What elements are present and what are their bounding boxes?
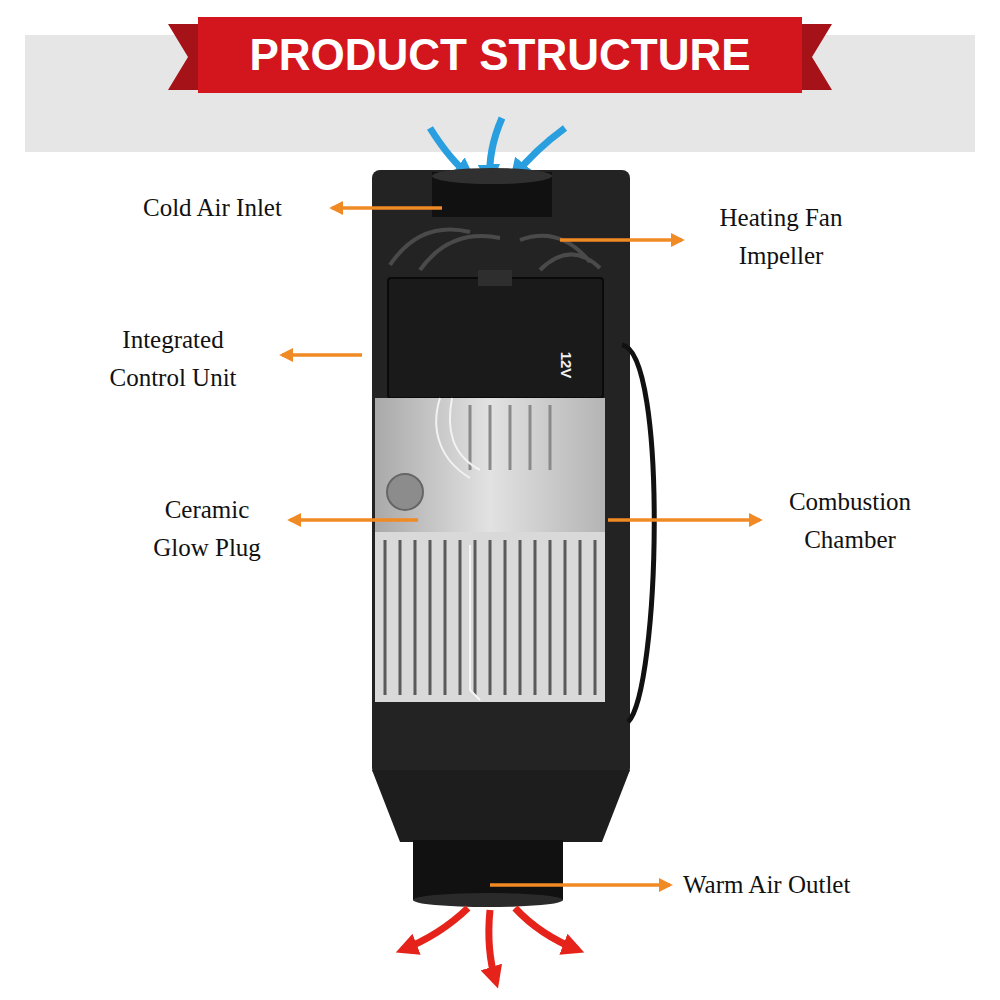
cold-air-arrow bbox=[514, 128, 565, 176]
inlet-rim bbox=[432, 168, 552, 184]
power-cable bbox=[622, 345, 654, 722]
leader-arrow bbox=[608, 518, 760, 522]
outlet-rim bbox=[413, 893, 563, 907]
title-text: PRODUCT STRUCTURE bbox=[200, 17, 800, 93]
outlet-funnel bbox=[372, 770, 630, 842]
air-outlet bbox=[413, 840, 563, 900]
control-unit bbox=[388, 278, 603, 398]
heat-exchanger bbox=[375, 532, 605, 702]
part-label: Ceramic Glow Plug bbox=[145, 491, 270, 566]
glow-plug bbox=[387, 474, 423, 510]
leader-arrow bbox=[282, 353, 362, 357]
part-label: Cold Air Inlet bbox=[143, 189, 282, 227]
leader-arrow bbox=[560, 238, 682, 242]
heater-housing bbox=[372, 170, 630, 776]
fuel-line bbox=[436, 398, 480, 478]
cold-air-arrow bbox=[430, 128, 470, 176]
part-label: Combustion Chamber bbox=[770, 483, 930, 558]
chamber-fins bbox=[470, 405, 550, 470]
warm-air-arrow bbox=[402, 908, 468, 950]
warm-air-arrow bbox=[515, 908, 578, 950]
fuel-line bbox=[470, 545, 480, 700]
leader-arrow bbox=[290, 518, 418, 522]
combustion-chamber bbox=[375, 398, 605, 532]
voltage-marking: 12V bbox=[557, 352, 575, 379]
leader-arrow bbox=[490, 883, 670, 887]
control-clip bbox=[478, 270, 512, 286]
part-label: Warm Air Outlet bbox=[683, 866, 850, 904]
warm-air-arrow bbox=[489, 910, 496, 982]
fan-impeller bbox=[390, 229, 600, 270]
part-label: Heating Fan Impeller bbox=[696, 199, 866, 274]
part-label: Integrated Control Unit bbox=[91, 321, 256, 396]
leader-arrow bbox=[332, 206, 442, 210]
heat-fins bbox=[385, 540, 595, 695]
title-ribbon bbox=[198, 17, 802, 93]
